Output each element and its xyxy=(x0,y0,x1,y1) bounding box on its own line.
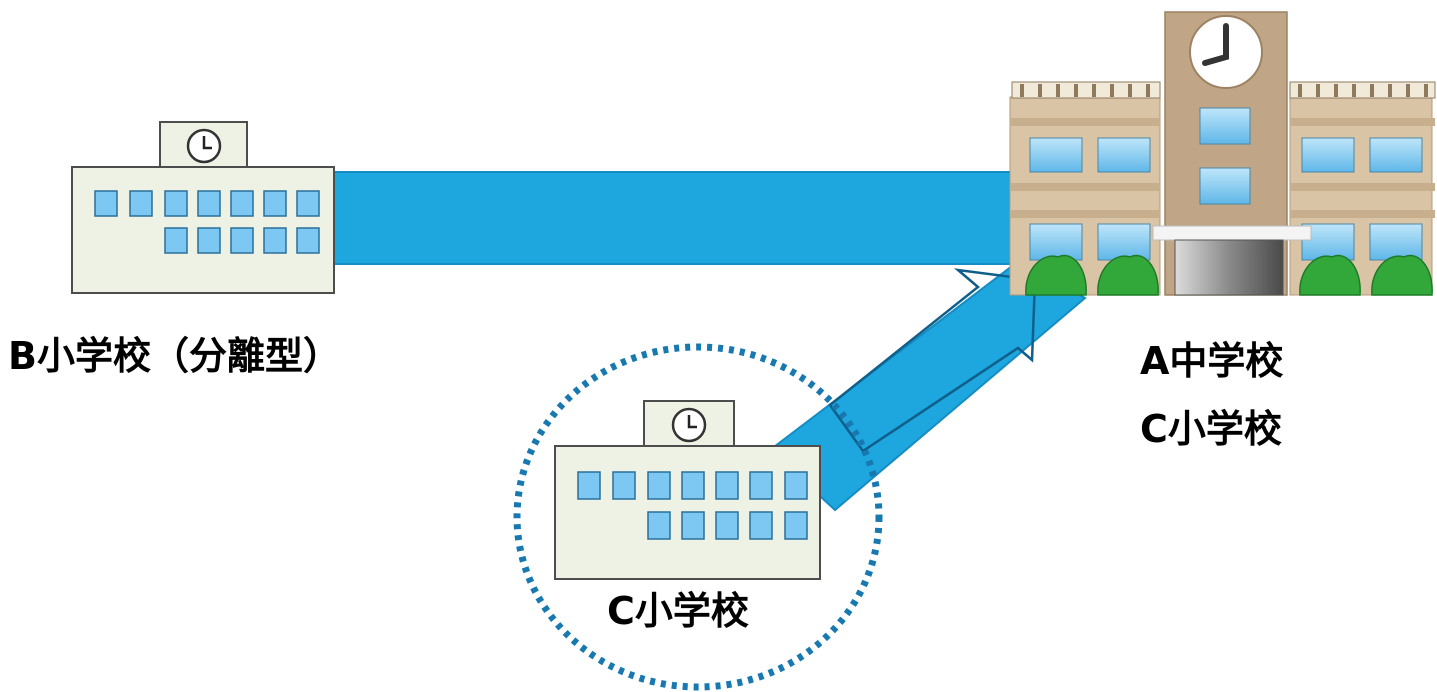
a-school-label-line1: A中学校 xyxy=(1140,339,1284,383)
c-school-label: C小学校 xyxy=(607,589,749,633)
c-school-building-icon xyxy=(554,400,821,580)
a-school-building-icon xyxy=(1009,11,1436,296)
b-school-label: B小学校（分離型） xyxy=(8,334,341,378)
connector-b-to-a xyxy=(329,171,1021,265)
arrow-c-to-a xyxy=(828,268,1037,453)
a-school-label-line2: C小学校 xyxy=(1140,407,1282,451)
b-school-building-icon xyxy=(71,121,335,294)
c-school-highlight-circle xyxy=(513,343,883,691)
